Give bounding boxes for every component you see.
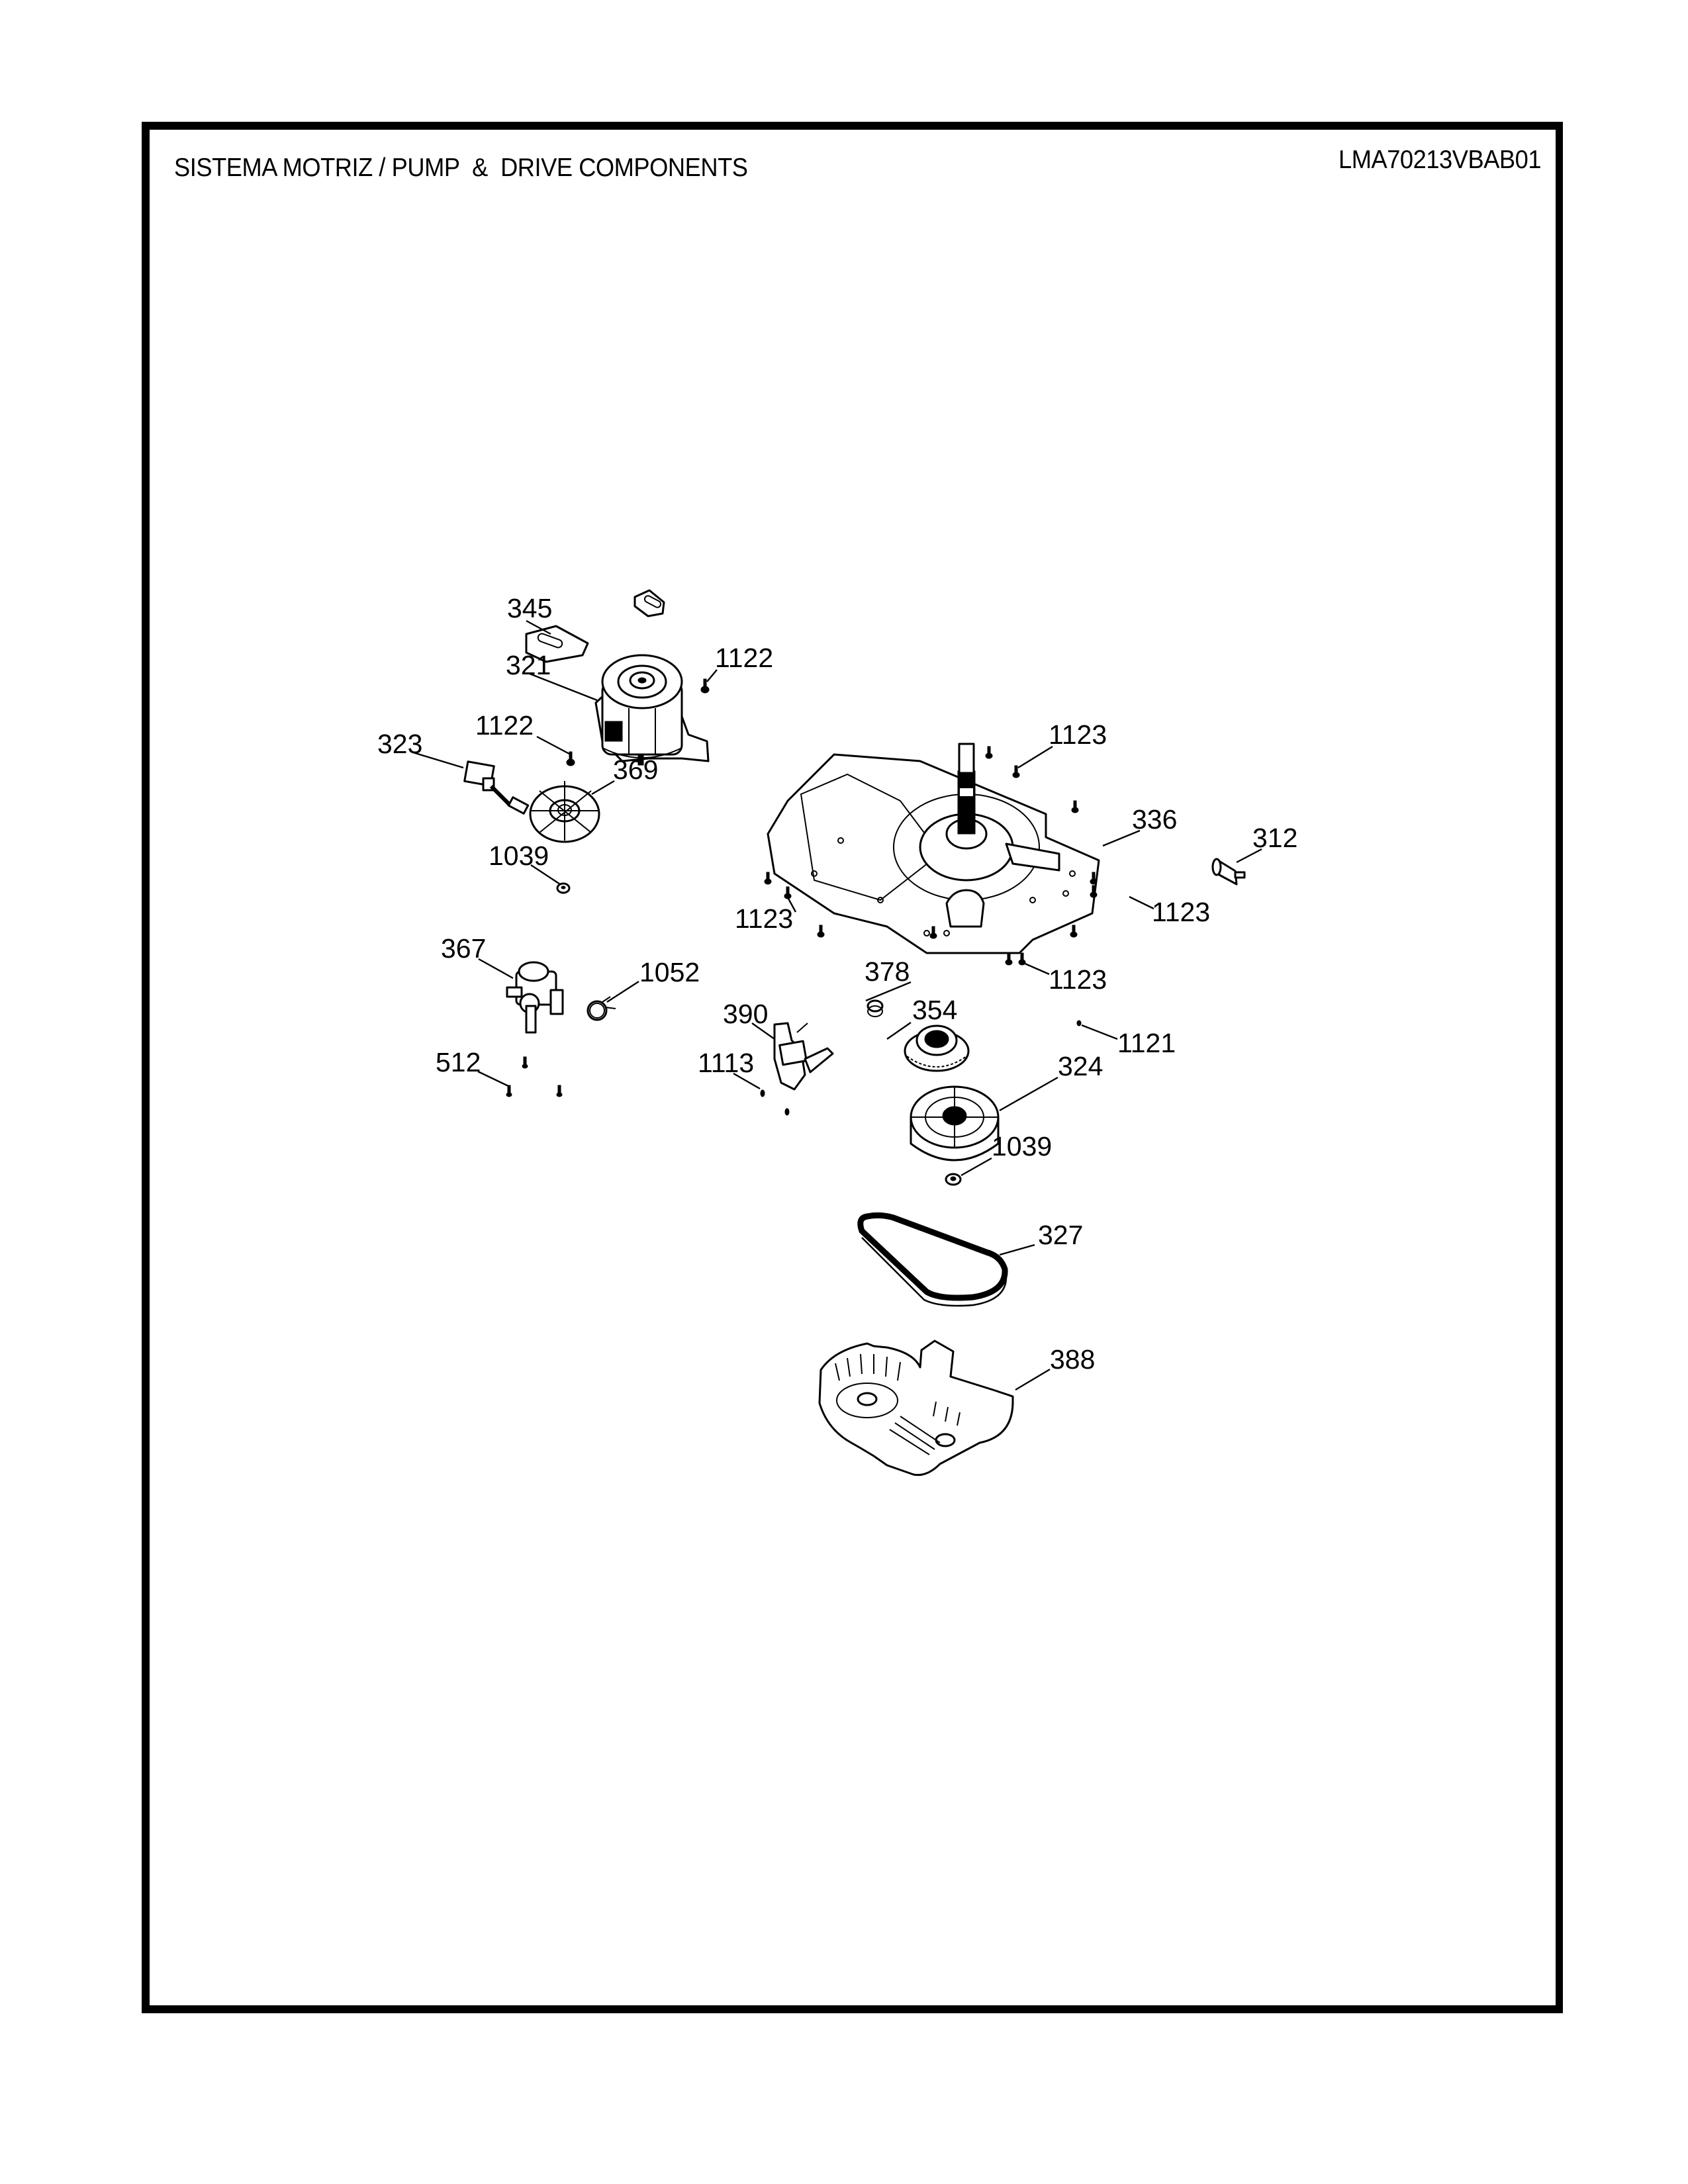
leader-327 bbox=[999, 1244, 1035, 1256]
wire-harness-icon[interactable] bbox=[463, 760, 530, 815]
page-title: SISTEMA MOTRIZ / PUMP & DRIVE COMPONENTS bbox=[174, 154, 748, 182]
leader-324 bbox=[999, 1076, 1058, 1112]
callout-321[interactable]: 321 bbox=[506, 650, 551, 680]
motor-mount-pad-icon[interactable] bbox=[525, 625, 589, 663]
leader-1052 bbox=[606, 980, 639, 1003]
callout-354[interactable]: 354 bbox=[912, 995, 957, 1025]
clutch-gear-icon[interactable] bbox=[904, 1024, 970, 1072]
leader-321 bbox=[529, 672, 598, 702]
callout-1123-c[interactable]: 1123 bbox=[1152, 897, 1210, 927]
pulley-cover-icon[interactable] bbox=[818, 1340, 1014, 1477]
nut-icon[interactable] bbox=[556, 882, 571, 894]
leader-1039-a bbox=[530, 864, 561, 886]
callout-378[interactable]: 378 bbox=[865, 956, 910, 987]
leader-312 bbox=[1236, 848, 1262, 864]
leader-367 bbox=[478, 958, 514, 979]
screw-icon[interactable] bbox=[700, 678, 710, 694]
spring-icon[interactable] bbox=[867, 999, 884, 1017]
screw-icon[interactable] bbox=[1090, 872, 1098, 885]
model-code: LMA70213VBAB01 bbox=[1338, 146, 1542, 174]
callout-324[interactable]: 324 bbox=[1058, 1051, 1103, 1081]
screw-icon[interactable] bbox=[764, 872, 772, 885]
leader-512 bbox=[477, 1070, 509, 1087]
callout-1052[interactable]: 1052 bbox=[639, 957, 700, 987]
leader-390 bbox=[751, 1023, 775, 1040]
drive-belt-icon[interactable] bbox=[857, 1212, 1008, 1307]
leader-388 bbox=[1015, 1368, 1051, 1391]
callout-1039-a[interactable]: 1039 bbox=[489, 841, 549, 871]
screw-icon[interactable] bbox=[522, 1056, 528, 1069]
screw-icon[interactable] bbox=[1070, 925, 1078, 938]
screw-icon[interactable] bbox=[817, 925, 825, 938]
drain-pump-icon[interactable] bbox=[506, 961, 564, 1034]
capacitor-icon[interactable] bbox=[1211, 858, 1246, 886]
callout-345[interactable]: 345 bbox=[507, 593, 552, 623]
screw-icon[interactable] bbox=[1076, 1020, 1082, 1026]
leader-323 bbox=[412, 751, 464, 769]
leader-336 bbox=[1102, 829, 1141, 847]
screw-icon[interactable] bbox=[1005, 952, 1013, 966]
callout-388[interactable]: 388 bbox=[1050, 1344, 1095, 1375]
callout-1123-b[interactable]: 1123 bbox=[735, 903, 793, 934]
leader-1123-d bbox=[1023, 962, 1050, 976]
callout-327[interactable]: 327 bbox=[1038, 1220, 1083, 1250]
fan-pulley-icon[interactable] bbox=[529, 781, 600, 843]
screw-icon[interactable] bbox=[506, 1085, 512, 1097]
diagram-frame bbox=[142, 122, 1563, 2013]
callout-512[interactable]: 512 bbox=[436, 1047, 481, 1077]
callout-1122-a[interactable]: 1122 bbox=[715, 643, 773, 673]
screw-icon[interactable] bbox=[1071, 800, 1079, 813]
motor-mount-pad-icon-2[interactable] bbox=[633, 589, 665, 617]
screw-icon[interactable] bbox=[929, 926, 937, 939]
screw-icon[interactable] bbox=[556, 1085, 563, 1097]
leader-1122-b bbox=[536, 735, 570, 755]
callout-369[interactable]: 369 bbox=[613, 754, 658, 785]
leader-378 bbox=[865, 981, 912, 1002]
callout-323[interactable]: 323 bbox=[377, 729, 422, 759]
leader-369 bbox=[591, 780, 615, 796]
screw-icon[interactable] bbox=[784, 886, 792, 899]
motor-icon[interactable] bbox=[594, 654, 710, 766]
screw-icon[interactable] bbox=[1012, 765, 1020, 778]
leader-1113 bbox=[733, 1072, 761, 1090]
leader-lines bbox=[412, 619, 1262, 1391]
callout-312[interactable]: 312 bbox=[1252, 823, 1297, 853]
transmission-base-plate-icon[interactable] bbox=[767, 743, 1100, 954]
callout-336[interactable]: 336 bbox=[1132, 804, 1177, 835]
leader-1123-b bbox=[786, 897, 797, 913]
callout-390[interactable]: 390 bbox=[723, 999, 768, 1029]
callout-labels: 345 321 1122 1122 323 369 1039 1123 336 … bbox=[377, 593, 1297, 1375]
screw-icon[interactable] bbox=[566, 751, 575, 766]
callout-1113[interactable]: 1113 bbox=[698, 1048, 754, 1078]
leader-345 bbox=[526, 619, 551, 635]
hose-clamp-icon[interactable] bbox=[586, 996, 616, 1021]
callout-367[interactable]: 367 bbox=[441, 933, 486, 964]
nut-icon[interactable] bbox=[945, 1173, 962, 1186]
callout-1123-a[interactable]: 1123 bbox=[1049, 719, 1107, 750]
actuator-icon[interactable] bbox=[773, 1022, 834, 1091]
screw-icon[interactable] bbox=[985, 746, 993, 759]
callout-1039-b[interactable]: 1039 bbox=[992, 1131, 1052, 1161]
leader-354 bbox=[886, 1022, 912, 1040]
screw-icon[interactable] bbox=[1090, 885, 1098, 898]
leader-1123-a bbox=[1017, 745, 1053, 769]
leader-1122-a bbox=[706, 669, 718, 682]
screw-icon[interactable] bbox=[784, 1108, 790, 1116]
callout-1121[interactable]: 1121 bbox=[1117, 1028, 1176, 1058]
callout-1122-b[interactable]: 1122 bbox=[475, 710, 534, 741]
leader-1039-b bbox=[961, 1157, 992, 1177]
leader-1123-c bbox=[1129, 895, 1154, 910]
leader-1121 bbox=[1081, 1024, 1118, 1040]
screw-icon[interactable] bbox=[760, 1089, 765, 1097]
drive-pulley-icon[interactable] bbox=[910, 1085, 1000, 1161]
callout-1123-d[interactable]: 1123 bbox=[1049, 964, 1107, 995]
